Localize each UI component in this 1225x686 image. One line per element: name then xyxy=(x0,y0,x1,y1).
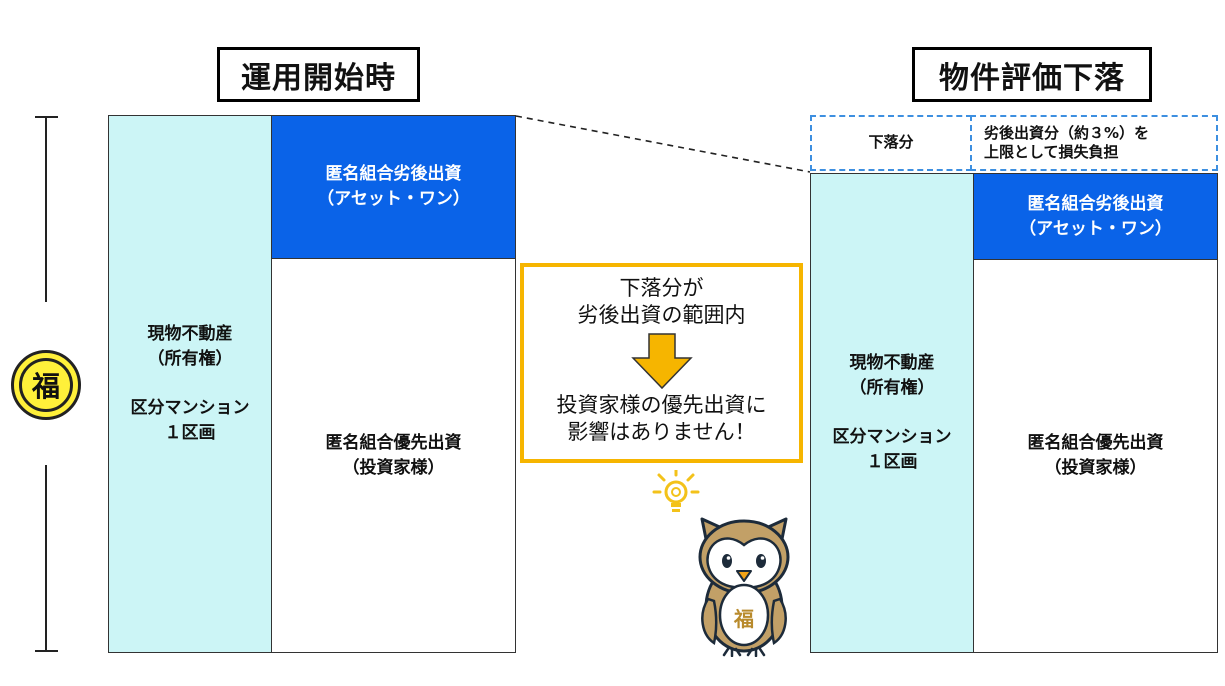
fuku-badge: 福 xyxy=(11,350,81,420)
right-property-block: 現物不動産 （所有権） 区分マンション １区画 xyxy=(810,173,974,653)
lightbulb-icon xyxy=(652,470,700,512)
left-panel-title: 運用開始時 xyxy=(217,47,420,102)
height-bracket xyxy=(35,116,58,652)
explanation-callout: 下落分が 劣後出資の範囲内 投資家様の優先出資に 影響はありません！ xyxy=(520,263,803,463)
callout-bottom-text: 投資家様の優先出資に 影響はありません！ xyxy=(556,392,767,444)
callout-top-text: 下落分が 劣後出資の範囲内 xyxy=(577,276,746,328)
right-senior-block: 匿名組合優先出資 （投資家様） xyxy=(973,259,1218,653)
down-arrow-icon xyxy=(630,332,693,389)
decline-label-cell: 下落分 xyxy=(810,115,972,171)
left-property-block: 現物不動産 （所有権） 区分マンション １区画 xyxy=(108,115,272,653)
owl-belly-label: 福 xyxy=(734,607,754,631)
left-senior-block: 匿名組合優先出資 （投資家様） xyxy=(271,258,516,653)
decline-note-cell: 劣後出資分（約３%）を 上限として損失負担 xyxy=(970,115,1218,171)
right-subordinated-block: 匿名組合劣後出資 （アセット・ワン） xyxy=(973,173,1218,260)
decline-note-text: 劣後出資分（約３%）を 上限として損失負担 xyxy=(984,123,1150,162)
fuku-badge-text: 福 xyxy=(19,358,73,412)
owl-mascot xyxy=(698,517,790,657)
left-subordinated-block: 匿名組合劣後出資 （アセット・ワン） xyxy=(271,115,516,259)
right-panel-title: 物件評価下落 xyxy=(912,47,1152,102)
